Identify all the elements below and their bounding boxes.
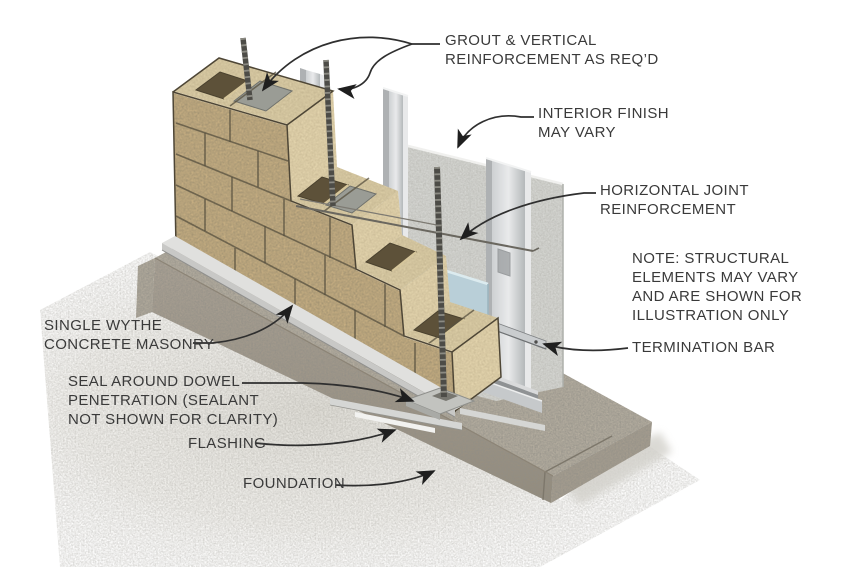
leader-single-wythe [193, 304, 294, 344]
foundation-joint [544, 435, 613, 473]
label-foundation: FOUNDATION [243, 475, 346, 492]
leader-termination-bar [542, 341, 629, 357]
flashing [161, 236, 545, 433]
vertical-rebar-2 [323, 59, 336, 207]
leader-interior-finish [457, 115, 534, 149]
stud-knockout [497, 248, 511, 277]
label-single-wythe-masonry: SINGLE WYTHE CONCRETE MASONRY [44, 317, 215, 353]
vertical-rebar-3 [434, 166, 447, 399]
leader-flashing [254, 428, 397, 447]
leader-grout-rebar [337, 43, 413, 99]
label-horizontal-joint-reinforcement: HORIZONTAL JOINT REINFORCEMENT [600, 182, 749, 218]
label-termination-bar: TERMINATION BAR [632, 339, 776, 356]
leader-foundation [335, 470, 436, 487]
leader-seal-dowel [242, 382, 415, 403]
label-interior-finish: INTERIOR FINISH MAY VARY [538, 105, 670, 141]
vertical-rebar-1 [240, 37, 253, 101]
label-grout-vertical-reinforcement: GROUT & VERTICAL REINFORCEMENT AS REQ’D [445, 32, 659, 68]
label-seal-around-dowel: SEAL AROUND DOWEL PENETRATION (SEALANT N… [68, 373, 279, 428]
slab-shadow [560, 432, 672, 505]
joint-reinforcement-wire [295, 198, 540, 252]
dowel-mortar-pad [404, 387, 476, 420]
screw [534, 340, 538, 344]
label-structural-note: NOTE: STRUCTURAL ELEMENTS MAY VARY AND A… [632, 250, 803, 324]
label-flashing: FLASHING [188, 435, 267, 452]
leader-grout-cell [261, 36, 440, 92]
leader-horizontal-joint [459, 192, 596, 241]
